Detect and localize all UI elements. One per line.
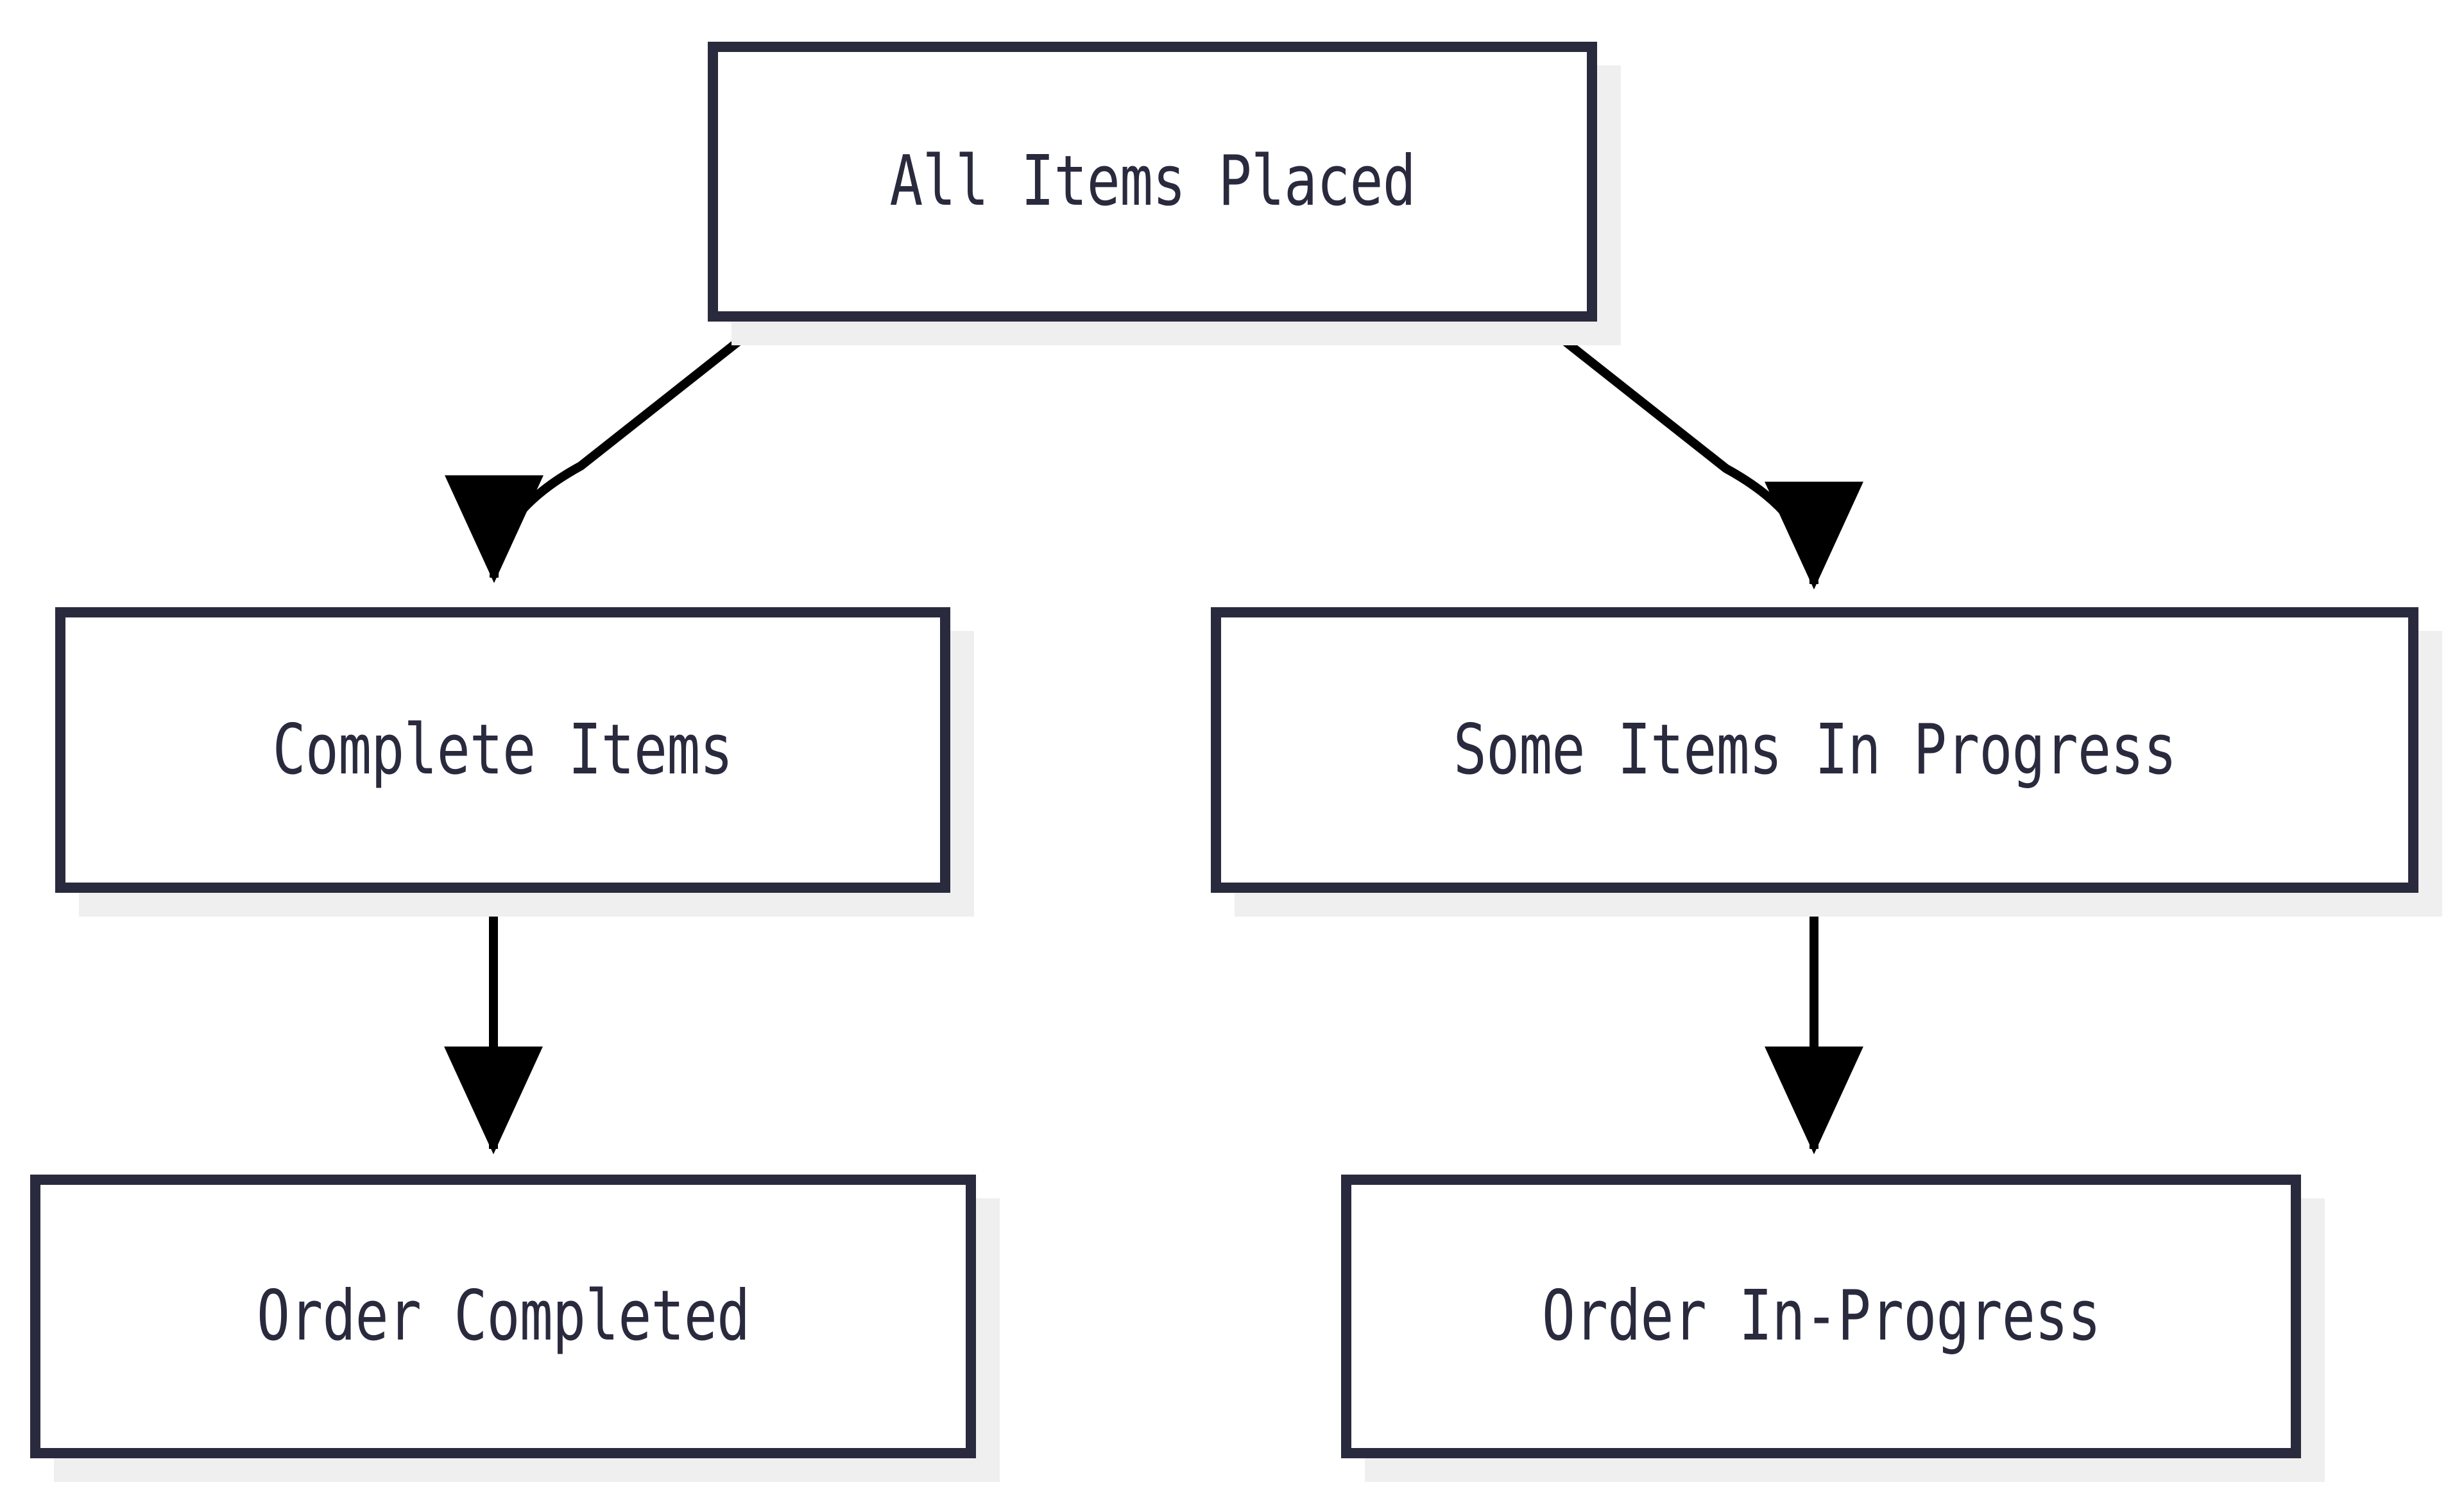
node-all-items-placed[interactable]: All Items Placed	[708, 42, 1597, 322]
node-complete-items[interactable]: Complete Items	[55, 607, 950, 893]
node-label-some-items-in-progress: Some Items In Progress	[1453, 709, 2177, 790]
node-label-all-items-placed: All Items Placed	[889, 141, 1416, 222]
node-label-order-in-progress: Order In-Progress	[1541, 1276, 2101, 1357]
node-order-completed[interactable]: Order Completed	[30, 1175, 976, 1458]
edge-root-to-complete-items	[445, 318, 767, 583]
node-label-complete-items: Complete Items	[272, 709, 733, 790]
edge-root-to-some-items-in-progress	[1537, 318, 1863, 590]
node-order-in-progress[interactable]: Order In-Progress	[1341, 1175, 2301, 1458]
node-some-items-in-progress[interactable]: Some Items In Progress	[1211, 607, 2418, 893]
node-label-order-completed: Order Completed	[256, 1276, 750, 1357]
